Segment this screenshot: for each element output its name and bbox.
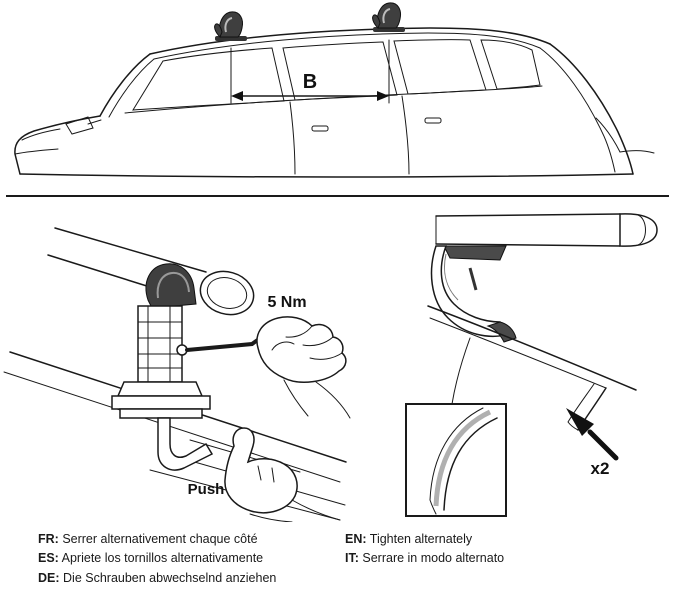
clamp-head-highlight: [156, 271, 190, 299]
foot-tower-ribs: [137, 305, 183, 383]
headlight-line: [21, 128, 61, 141]
car-bottom-line: [19, 173, 634, 178]
car-window-rear: [393, 39, 487, 95]
foot-top-block: [443, 245, 507, 261]
instruction-fr-lang: FR:: [38, 532, 59, 546]
front-bumper-line: [14, 148, 59, 155]
rear-bumper-line: [619, 150, 655, 154]
roof-curve-second: [429, 317, 607, 389]
car-rear-pillar: [549, 43, 634, 175]
car-windshield-inner: [108, 58, 155, 118]
torque-label: 5 Nm: [267, 294, 306, 311]
instructions-block: FR: Serrer alternativement chaque côté E…: [0, 522, 675, 588]
push-label: Push: [188, 481, 225, 498]
bar-end-inner: [206, 277, 248, 309]
door-gap-front: [289, 101, 296, 175]
x2-arrow-shaft: [587, 429, 619, 461]
instructions-left-column: FR: Serrer alternativement chaque côté E…: [38, 530, 345, 588]
instruction-es: ES: Apriete los tornillos alternativamen…: [38, 549, 345, 568]
inset-detail-box: [405, 403, 507, 517]
end-cap-inner: [637, 214, 646, 246]
car-windshield-outer: [99, 53, 151, 117]
mount-front-lobe: [214, 23, 223, 38]
door-gap-rear: [401, 95, 410, 175]
push-hand-knuckles: [257, 465, 275, 483]
instruction-de-lang: DE:: [38, 570, 60, 585]
car-roof-line: [149, 27, 551, 55]
car-window-front: [132, 47, 285, 111]
lower-hook-bracket: [157, 417, 214, 471]
roof-mount-rear: [372, 2, 405, 32]
instruction-fr: FR: Serrer alternativement chaque côté: [38, 530, 345, 549]
end-cap: [619, 213, 658, 247]
instruction-diagram: B: [3, 2, 669, 522]
foot-base-step2: [111, 395, 211, 410]
car-side-view: [14, 27, 655, 178]
instruction-en-lang: EN:: [345, 532, 367, 546]
door-handle-front: [311, 125, 329, 132]
push-hand-outline: [224, 427, 298, 514]
roof-curve-main: [427, 305, 637, 391]
mount-front-lobe: [372, 14, 381, 29]
bar-end-cap: [199, 270, 255, 316]
car-window-mid: [282, 41, 398, 101]
foot-base-step3: [119, 408, 203, 419]
instruction-de: DE: Die Schrauben abwechselnd anziehen: [38, 569, 345, 588]
instruction-fr-text: Serrer alternativement chaque côté: [62, 532, 258, 546]
dimension-b: B: [230, 39, 390, 104]
side-mirror: [65, 116, 102, 135]
car-roof-inner-line: [153, 32, 541, 60]
x2-arrowhead-icon: [566, 408, 594, 436]
bar-bottom-edge: [47, 254, 151, 288]
roof-mount-front: [214, 11, 247, 41]
inset-edge-inner: [429, 407, 484, 515]
car-rear-pillar-inner: [539, 47, 616, 173]
clamp-torque-detail: 5 Nm Push: [3, 227, 351, 522]
foot-bolt: [468, 267, 478, 291]
door-edge-leader: [451, 337, 471, 405]
instruction-es-lang: ES:: [38, 551, 59, 566]
instruction-it-lang: IT:: [345, 551, 359, 566]
inset-edge-outer: [443, 417, 498, 511]
car-belt-line: [124, 85, 543, 114]
mount-slot: [382, 8, 391, 24]
mount-body: [376, 2, 401, 29]
car-body-outline: [14, 115, 101, 175]
dimension-b-label: B: [303, 71, 317, 93]
taillight-line: [595, 117, 621, 153]
bar-end-detail: x2: [405, 213, 658, 517]
hand-finger-lines: [271, 325, 343, 360]
instruction-en: EN: Tighten alternately: [345, 530, 645, 549]
push-arm-lines: [249, 499, 341, 522]
foot-arm-inner-line: [444, 253, 459, 301]
hex-tool: [185, 332, 268, 352]
foot-tower: [137, 305, 183, 383]
roof-flange-inner: [567, 383, 595, 431]
bar-top-edge: [54, 227, 207, 273]
arrowhead-left-icon: [231, 91, 243, 101]
instruction-de-text: Die Schrauben abwechselnd anziehen: [63, 570, 277, 585]
instruction-es-text: Apriete los tornillos alternativamente: [61, 551, 264, 566]
mount-body: [218, 11, 243, 38]
instruction-it: IT: Serrare in modo alternato: [345, 549, 645, 568]
bar-end-outer: [199, 270, 255, 316]
hand-wrist-lines: [283, 379, 351, 419]
pushing-hand: [224, 427, 341, 522]
car-window-quarter: [480, 39, 541, 90]
bar-top-line: [435, 213, 621, 217]
instruction-it-text: Serrare in modo alternato: [362, 551, 505, 566]
instructions-right-column: EN: Tighten alternately IT: Serrare in m…: [345, 530, 645, 588]
inset-gasket-line: [433, 409, 492, 507]
tightening-hand: [256, 316, 351, 419]
quantity-label: x2: [591, 459, 610, 478]
bar-bottom-line: [435, 243, 621, 247]
arrowhead-right-icon: [377, 91, 389, 101]
instruction-en-text: Tighten alternately: [369, 532, 473, 546]
mount-slot: [224, 17, 233, 33]
foot-base-step1: [116, 381, 204, 397]
door-handle-rear: [424, 117, 442, 124]
hand-outline: [256, 316, 347, 383]
